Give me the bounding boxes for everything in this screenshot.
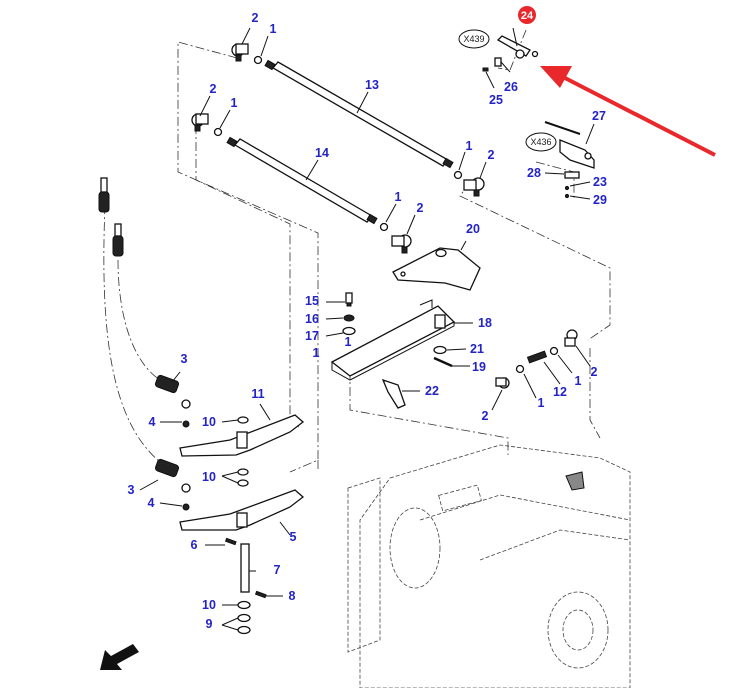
part-label: 14: [315, 146, 329, 160]
part-label: 4: [148, 496, 155, 510]
part-label: 1: [231, 96, 238, 110]
part-label: 18: [478, 316, 492, 330]
assembly-outline-lines: [103, 29, 611, 473]
cable-ends: [98, 177, 191, 511]
part-label: 21: [470, 342, 484, 356]
connector-x439-label: X439: [463, 34, 484, 44]
part-label: 1: [313, 346, 320, 360]
plate-20: [392, 247, 481, 291]
part-label: 13: [365, 78, 379, 92]
part-label: 22: [425, 384, 439, 398]
part-label: 1: [395, 190, 402, 204]
part-label: 16: [305, 312, 319, 326]
part-label: 27: [592, 109, 606, 123]
part-labels: 2 1 13 2 1 14 1 2 1 2 26 25 27 28 23 29 …: [128, 11, 607, 631]
part-label: 1: [270, 22, 277, 36]
forward-direction-arrow-icon: [100, 644, 139, 670]
part-label: 2: [482, 409, 489, 423]
part-label: 8: [289, 589, 296, 603]
part-label: 2: [488, 148, 495, 162]
switch-24: [482, 35, 539, 72]
part-label: 1: [466, 139, 473, 153]
part-label: 2: [417, 201, 424, 215]
part-label: 28: [527, 166, 541, 180]
part-label: 11: [251, 387, 264, 401]
red-pointer-arrow-icon: [540, 66, 716, 157]
transmission-housing: [347, 444, 631, 688]
connector-x436-label: X436: [530, 137, 551, 147]
part-label: 1: [538, 396, 545, 410]
connector-x436: X436: [525, 132, 557, 152]
part-label: 19: [472, 360, 486, 374]
part-label: 10: [202, 470, 216, 484]
bolt-15-washers-16-17: [342, 292, 356, 336]
part-label: 1: [575, 374, 582, 388]
ball-joints: [191, 43, 578, 389]
pin-7: [224, 537, 267, 635]
lever-11: [179, 414, 305, 457]
part-label-24: 24: [521, 10, 534, 22]
leader-lines: [139, 27, 595, 631]
rod-13: [264, 59, 454, 169]
part-label: 9: [206, 617, 213, 631]
part-label: 3: [128, 483, 135, 497]
part-label: 7: [274, 563, 281, 577]
switch-27: [544, 121, 595, 199]
part-label: 1: [345, 335, 352, 349]
part-label: 2: [210, 82, 217, 96]
part-label: 2: [252, 11, 259, 25]
connector-x439: X439: [458, 29, 490, 49]
part-label: 10: [202, 415, 216, 429]
part-label: 29: [593, 193, 607, 207]
bracket-18: [330, 299, 456, 381]
lever-5: [179, 468, 305, 531]
part-label: 3: [181, 352, 188, 366]
part-label: 5: [290, 530, 297, 544]
part-label: 23: [593, 175, 607, 189]
part-label: 4: [149, 415, 156, 429]
part-label: 6: [191, 538, 198, 552]
part-label: 10: [202, 598, 216, 612]
part-label: 2: [591, 365, 598, 379]
part-label: 15: [305, 294, 319, 308]
spring-19-clip-22: [381, 356, 453, 409]
part-label: 12: [553, 385, 567, 399]
rod-14: [226, 136, 378, 225]
part-label: 20: [466, 222, 480, 236]
part-label: 17: [305, 329, 319, 343]
part-label: 25: [489, 93, 503, 107]
highlight-badge-24[interactable]: 24: [518, 6, 536, 24]
part-label: 26: [504, 80, 518, 94]
